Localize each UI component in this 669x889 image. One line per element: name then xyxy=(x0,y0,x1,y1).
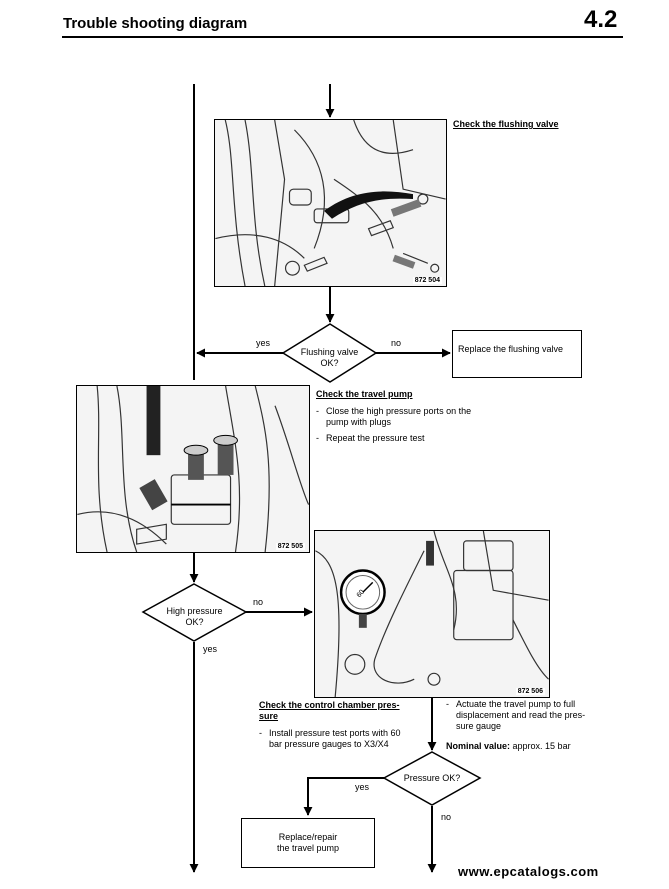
arrow-pressure-yes xyxy=(303,777,384,816)
nominal-value: approx. 15 bar xyxy=(512,741,571,751)
photo-code: 872 505 xyxy=(275,543,305,550)
travel-pump-photo: 872 505 xyxy=(76,385,310,553)
high-pressure-yes-label: yes xyxy=(203,644,218,654)
control-chamber-heading-line2: sure xyxy=(259,711,279,721)
control-chamber-heading-line1: Check the control chamber pres- xyxy=(259,700,400,710)
step-line: sure gauge xyxy=(456,721,502,731)
control-chamber-illustration: 60 xyxy=(315,531,549,697)
photo-code: 872 504 xyxy=(412,277,442,284)
flushing-no-label: no xyxy=(391,338,402,348)
flushing-valve-illustration xyxy=(215,120,446,286)
step-line: Repeat the pressure test xyxy=(326,433,425,443)
control-chamber-photo: 60 872 506 xyxy=(314,530,550,698)
watermark: www.epcatalogs.com xyxy=(458,864,599,879)
photo-code: 872 506 xyxy=(515,688,545,695)
high-pressure-line2: OK? xyxy=(185,617,204,627)
pressure-yes-label: yes xyxy=(355,782,370,792)
high-pressure-no-label: no xyxy=(253,597,264,607)
travel-pump-illustration xyxy=(77,386,309,552)
step-line: Actuate the travel pump to full xyxy=(456,699,576,709)
step-line: pump with plugs xyxy=(326,417,392,427)
control-chamber-step: Install pressure test ports with 60 bar … xyxy=(259,728,429,750)
nominal-value-label: Nominal value: xyxy=(446,741,511,751)
flushing-decision-line2: OK? xyxy=(320,358,339,368)
travel-pump-steps: Close the high pressure ports on the pum… xyxy=(316,406,516,449)
replace-travel-pump-line2: the travel pump xyxy=(276,843,340,853)
high-pressure-decision-diamond xyxy=(141,583,248,642)
flushing-valve-heading: Check the flushing valve xyxy=(453,119,559,129)
replace-travel-pump-line1: Replace/repair xyxy=(278,832,338,842)
pressure-no-label: no xyxy=(441,812,452,822)
replace-travel-pump-box: Replace/repair the travel pump xyxy=(241,818,375,868)
flushing-decision-line1: Flushing valve xyxy=(300,347,359,357)
step-line: displacement and read the pres- xyxy=(456,710,586,720)
flushing-yes-label: yes xyxy=(256,338,271,348)
actuate-step: Actuate the travel pump to full displace… xyxy=(446,699,616,732)
pressure-decision-diamond xyxy=(382,751,482,806)
step-line: Close the high pressure ports on the xyxy=(326,406,472,416)
travel-pump-heading: Check the travel pump xyxy=(316,389,413,399)
control-chamber-steps: Install pressure test ports with 60 bar … xyxy=(259,728,429,755)
pressure-decision-label: Pressure OK? xyxy=(403,773,461,783)
control-chamber-heading: Check the control chamber pres- sure xyxy=(259,700,400,722)
page-title: Trouble shooting diagram xyxy=(63,15,248,32)
gauge-label: 60 xyxy=(356,589,366,600)
replace-flushing-valve-box: Replace the flushing valve xyxy=(452,330,582,378)
high-pressure-decision-label: High pressure OK? xyxy=(143,606,246,628)
nominal-value-line: Nominal value: approx. 15 bar xyxy=(446,740,571,752)
step-line: Install pressure test ports with 60 xyxy=(269,728,401,738)
travel-pump-step: Close the high pressure ports on the pum… xyxy=(316,406,516,428)
flushing-decision-diamond xyxy=(281,323,378,383)
actuate-steps: Actuate the travel pump to full displace… xyxy=(446,699,616,737)
section-number: 4.2 xyxy=(584,6,618,33)
header-rule xyxy=(62,36,623,38)
flushing-valve-photo: 872 504 xyxy=(214,119,447,287)
step-line: bar pressure gauges to X3/X4 xyxy=(269,739,389,749)
flushing-decision-label: Flushing valve OK? xyxy=(283,347,376,369)
travel-pump-step: Repeat the pressure test xyxy=(316,433,516,444)
high-pressure-line1: High pressure xyxy=(166,606,223,616)
